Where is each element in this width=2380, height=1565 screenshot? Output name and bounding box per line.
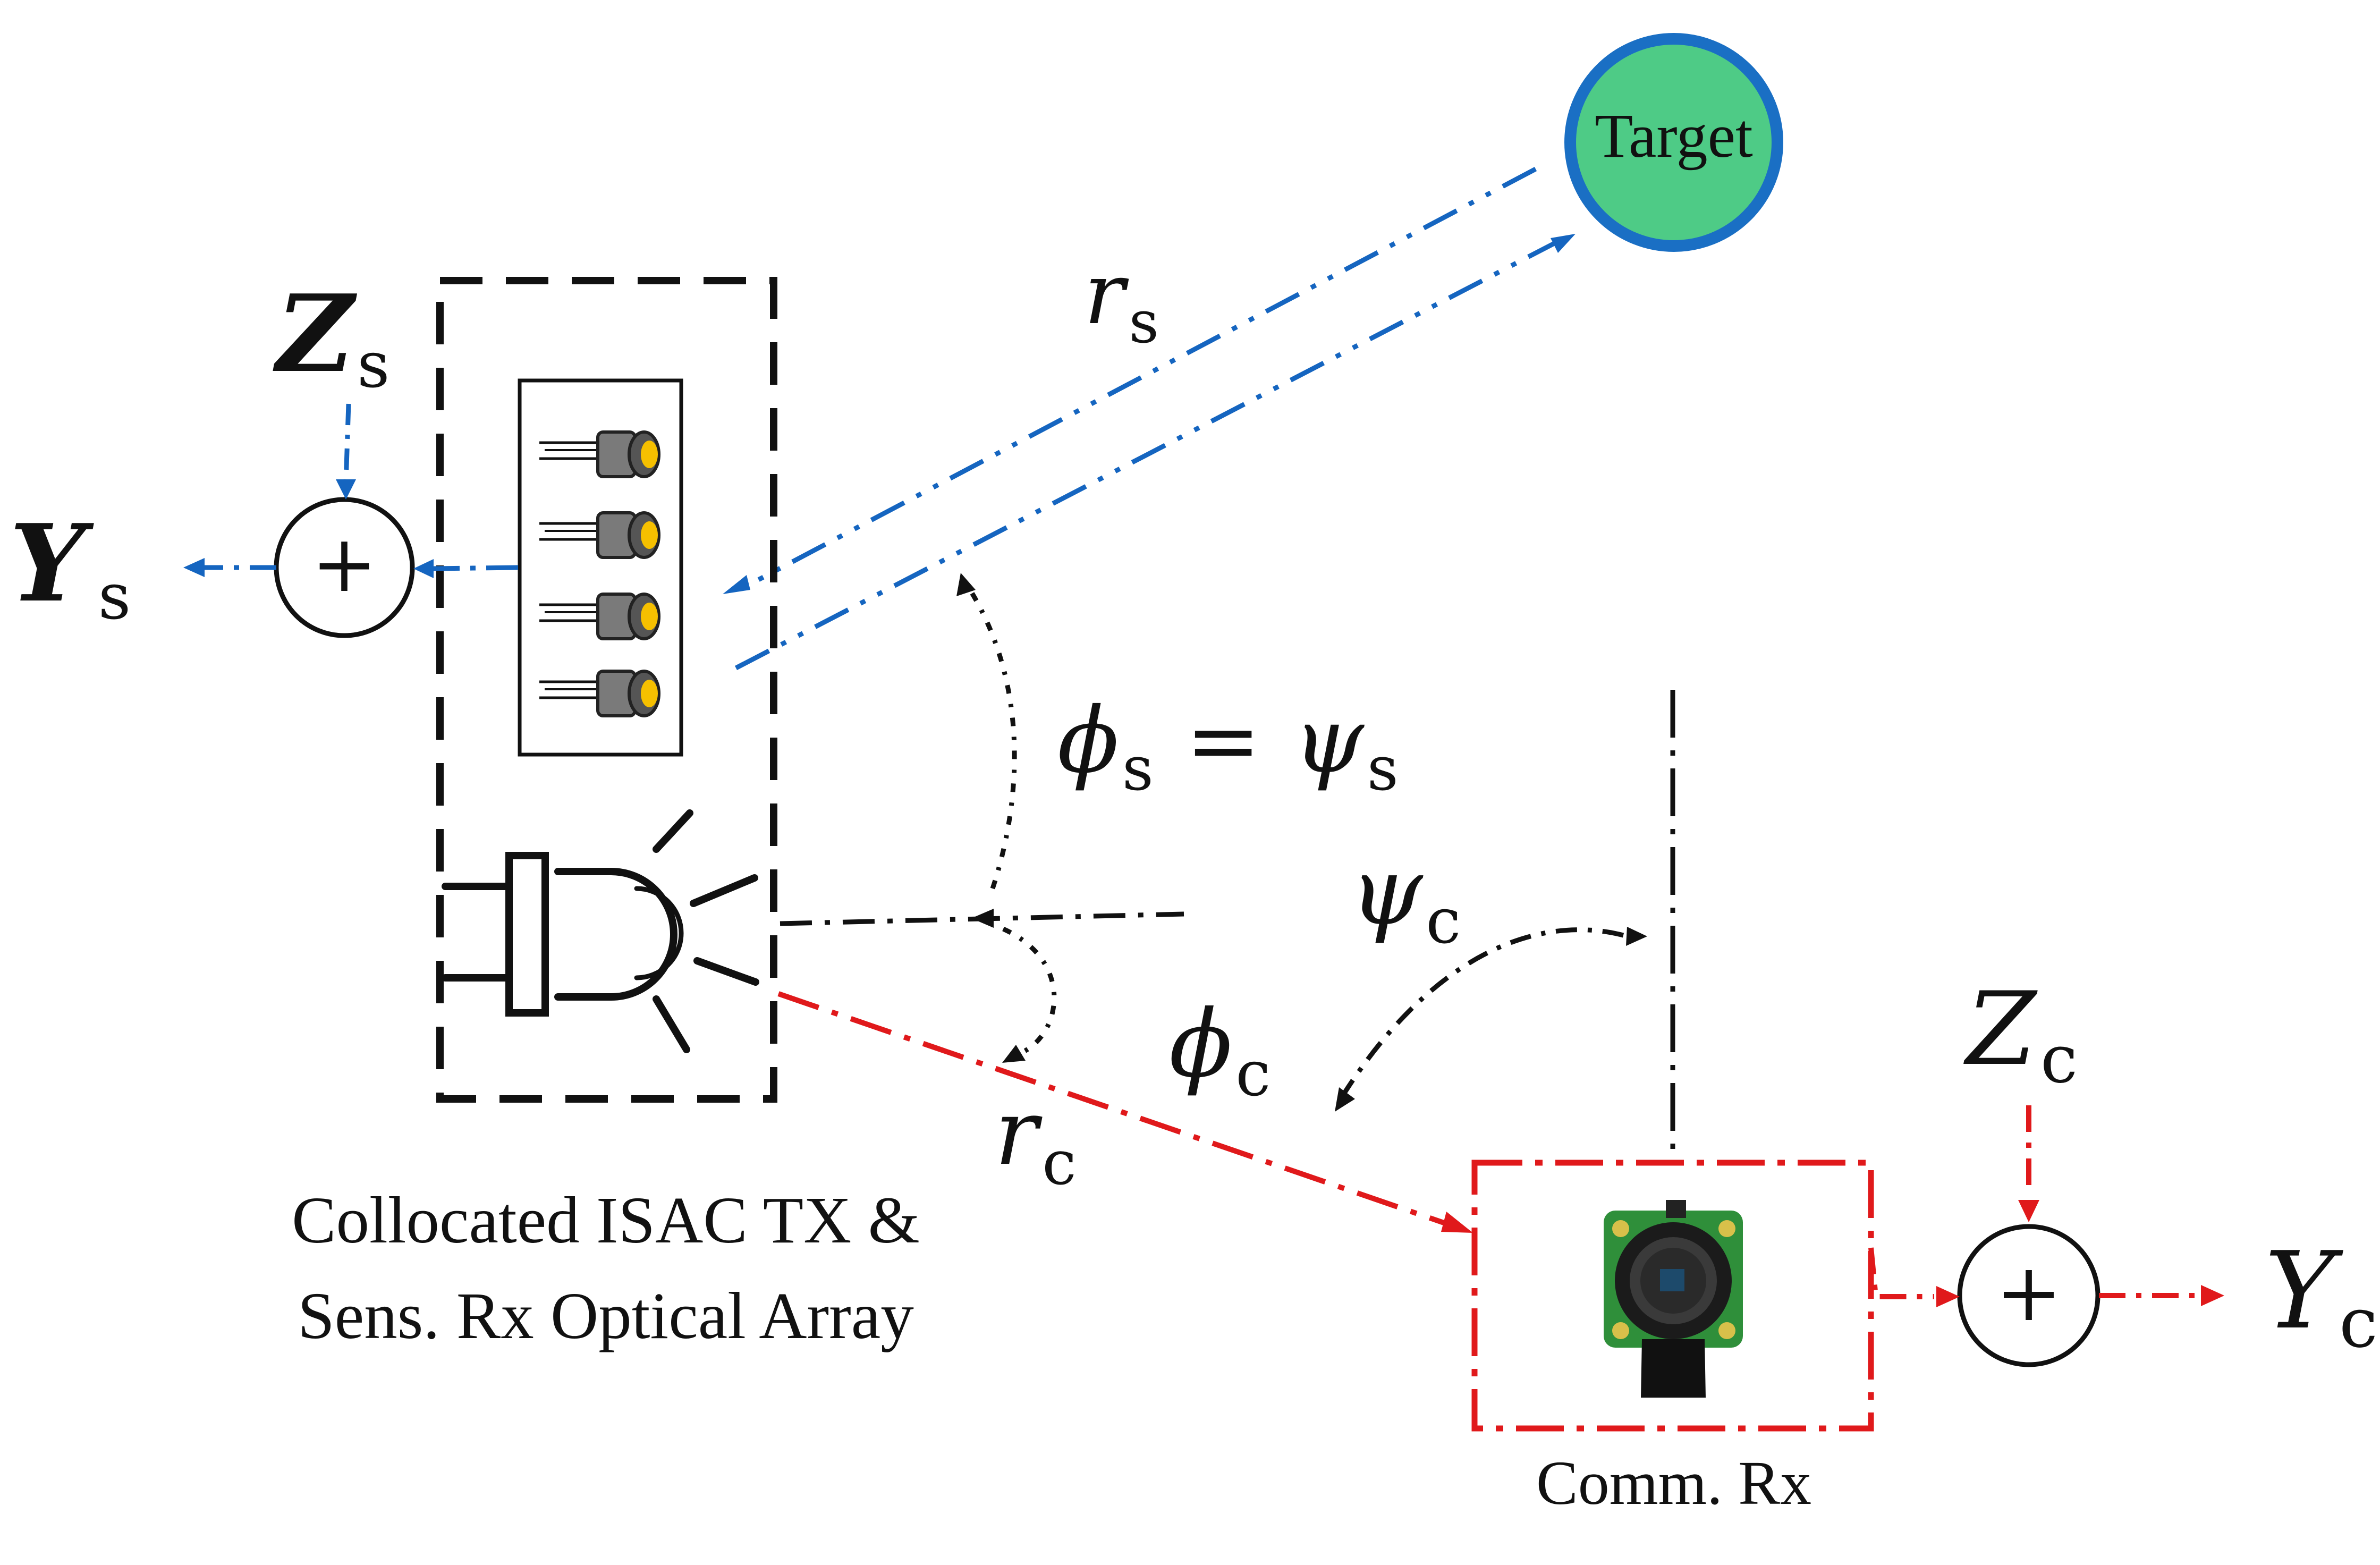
adder-icon [1957,1224,2101,1367]
yc-label: Yc [2265,1229,2378,1363]
rs-label: rs [1084,244,1159,356]
adder-to-ys-arrowhead [183,558,205,577]
photodiode-icon [539,670,660,717]
tx-caption-line1: Collocated ISAC TX & [292,1184,920,1257]
target-node: Target [1564,33,1783,252]
phi-c-arrowhead [1002,1045,1026,1063]
psi-c-left-arrowhead [1335,1087,1355,1112]
angle-reference-lines [780,582,1675,1163]
isac-tx-array-box [436,277,777,1103]
photodiode-array-icon [518,378,683,757]
sensing-adder: + [274,497,415,638]
led-transmitter-icon [442,809,759,1053]
psi-c-right-arrowhead [1626,927,1647,946]
rc-label: rc [995,1080,1077,1199]
zs-label: Zs [273,272,390,402]
photodiode-icon [539,593,660,640]
target-label: Target [1595,101,1753,171]
photodiode-icon [539,430,660,478]
sensing-return-beam [740,167,1537,591]
zc-arrowhead [2018,1200,2039,1222]
rx-to-adder-arrowhead [1936,1286,1960,1307]
sensing-return-arrowhead [723,575,750,594]
camera-receiver-icon [1604,1200,1743,1398]
phi-s-arrowhead [956,573,976,596]
sensing-outgoing-arrowhead [1551,234,1576,253]
comm-rx-box [1471,1160,1874,1432]
phi-c-arc [1002,926,1057,1053]
zs-arrowhead [336,479,356,500]
array-to-adder-arrowhead [413,559,434,578]
boresight-arrowhead [971,909,994,928]
rx-caption: Comm. Rx [1536,1448,1811,1518]
phi-s-equals-psi-s-label: ϕs=ψs [1057,688,1399,805]
target-circle [1564,33,1783,252]
psi-c-arc [1341,927,1624,1096]
sensing-beams [734,167,1556,670]
sensing-outgoing-beam [734,241,1556,670]
phi-s-arc [964,582,1017,890]
phi-c-label: ϕc [1169,991,1271,1110]
psi-c-label: ψc [1350,838,1461,958]
zs-arrow [343,403,351,483]
rx-to-adder-line [1868,1247,1934,1299]
sensing-adder-symbol: + [311,518,377,610]
array-to-adder-line [431,565,519,571]
photodiode-icon [539,511,660,559]
adder-to-yc-arrowhead [2201,1285,2224,1306]
tx-caption-line2: Sens. Rx Optical Array [298,1280,914,1353]
comm-beam [777,991,1446,1226]
comm-adder: + [1957,1224,2101,1367]
comm-beam-arrowhead [1441,1212,1473,1233]
comm-adder-symbol: + [1995,1247,2062,1339]
zc-label: Zc [1963,970,2078,1098]
